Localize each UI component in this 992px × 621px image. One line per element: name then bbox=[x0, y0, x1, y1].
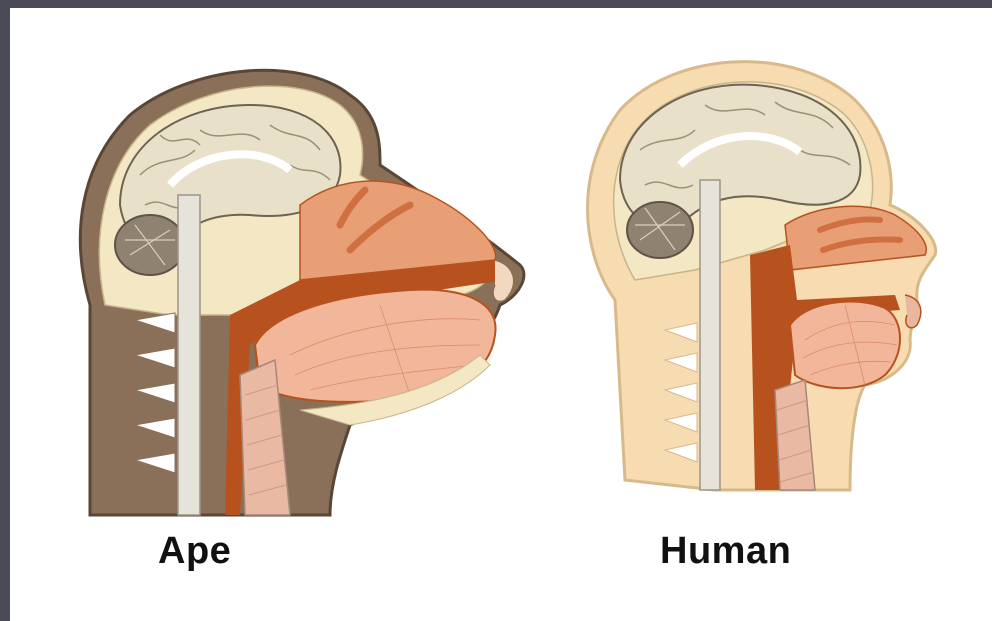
ape-spinal-cord bbox=[178, 195, 200, 515]
human-tongue bbox=[790, 302, 900, 389]
ape-caption: Ape bbox=[158, 530, 231, 573]
human-spinal-cord bbox=[700, 180, 720, 490]
ape-head-cross-section bbox=[50, 55, 540, 525]
human-caption: Human bbox=[660, 530, 791, 573]
human-head-cross-section bbox=[565, 40, 950, 510]
